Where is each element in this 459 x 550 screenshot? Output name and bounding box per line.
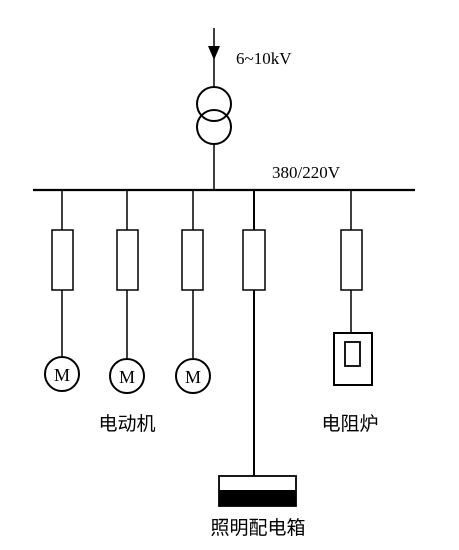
- motor-branch-1: M: [44, 190, 80, 392]
- fuse-5: [340, 229, 363, 291]
- fuse-1: [51, 229, 74, 291]
- lighting-branch: [218, 190, 297, 507]
- motor-branch-2: M: [109, 190, 145, 394]
- motor-2-icon: [109, 358, 145, 394]
- resistance-furnace-icon: [333, 332, 373, 386]
- transformer-symbol: [196, 86, 232, 145]
- motors-caption: 电动机: [98, 413, 155, 435]
- fuse-3: [181, 229, 204, 291]
- motor-2-symbol: M: [119, 367, 135, 387]
- lighting-caption: 照明配电箱: [210, 517, 305, 539]
- motor-3-symbol: M: [185, 367, 201, 387]
- fuse-4: [242, 229, 266, 291]
- motor-1-symbol: M: [54, 365, 70, 385]
- furnace-caption: 电阻炉: [321, 413, 378, 435]
- motor-branch-3: M: [175, 190, 211, 394]
- input-voltage-label: 6~10kV: [236, 49, 292, 68]
- incoming-arrow-icon: [208, 46, 220, 60]
- furnace-branch: [333, 190, 373, 386]
- fuse-2: [116, 229, 139, 291]
- motor-1-icon: [44, 356, 80, 392]
- motor-3-icon: [175, 358, 211, 394]
- lighting-distribution-box-icon: [218, 475, 297, 507]
- bus-voltage-label: 380/220V: [272, 163, 341, 182]
